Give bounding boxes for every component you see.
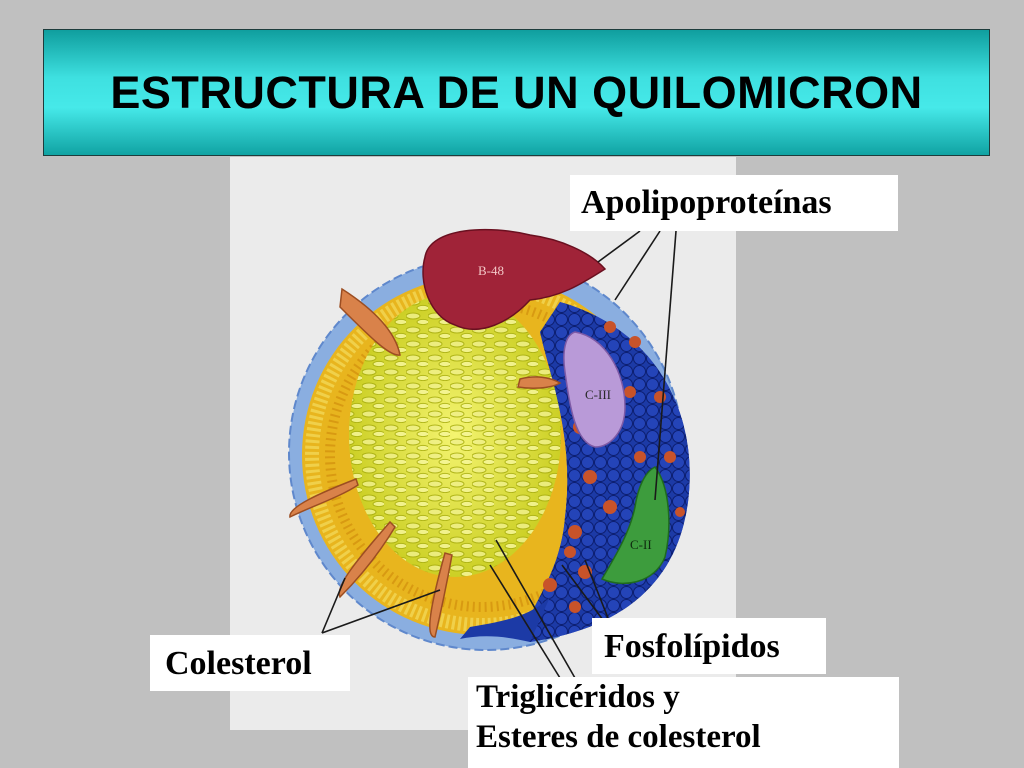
label-trigliceridos-line2: Esteres de colesterol bbox=[476, 719, 761, 755]
label-trigliceridos-line1: Triglicéridos y bbox=[476, 679, 680, 715]
apo-c2: C-II bbox=[600, 466, 670, 585]
label-colesterol: Colesterol bbox=[150, 635, 350, 691]
apo-c3-label: C-III bbox=[585, 387, 611, 402]
label-trigliceridos: Triglicéridos y Esteres de colesterol bbox=[468, 677, 899, 768]
cholesterol-molecules bbox=[289, 287, 562, 638]
apo-c2-label: C-II bbox=[630, 537, 652, 552]
apo-b48-label: B-48 bbox=[478, 263, 504, 278]
apo-c3: C-III bbox=[563, 331, 626, 448]
apo-b48: B-48 bbox=[422, 228, 607, 330]
label-apolipoproteinas: Apolipoproteínas bbox=[570, 175, 898, 231]
triglyceride-core bbox=[349, 293, 561, 577]
page-title: ESTRUCTURA DE UN QUILOMICRON bbox=[110, 66, 923, 118]
label-fosfolipidos: Fosfolípidos bbox=[592, 618, 826, 674]
title-banner: ESTRUCTURA DE UN QUILOMICRON bbox=[43, 29, 990, 156]
